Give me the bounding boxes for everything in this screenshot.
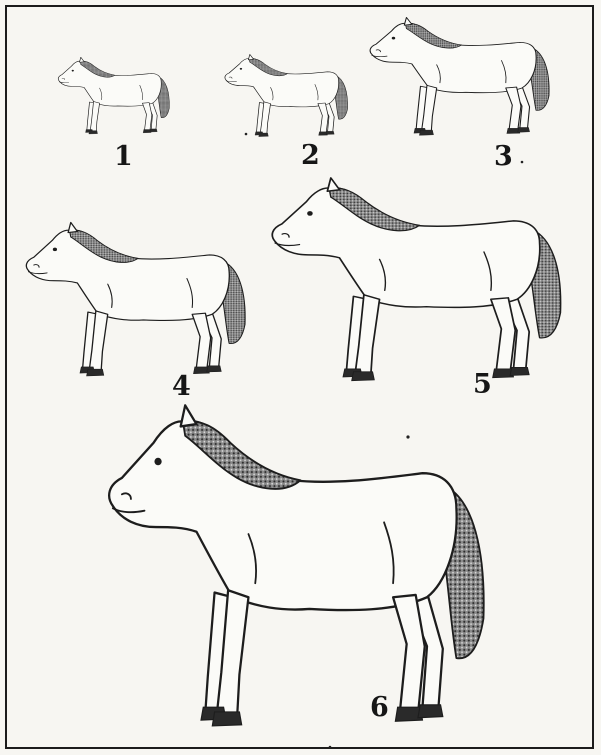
horse-stage-3: [370, 17, 549, 135]
stage-label-3: 3: [494, 143, 513, 170]
speck: [245, 133, 248, 136]
stage-label-4: 4: [172, 373, 191, 400]
horse-stage-2: [225, 54, 348, 136]
speck: [329, 746, 332, 749]
horse-stage-1: [58, 57, 169, 134]
horse-stage-4: [26, 222, 245, 375]
stage-label-6: 6: [370, 694, 389, 721]
stage-label-2: 2: [301, 142, 320, 169]
speck: [406, 435, 409, 438]
speck: [521, 161, 524, 164]
horse-stage-6: [109, 405, 484, 726]
horse-stage-5: [272, 178, 560, 381]
stage-label-5: 5: [473, 371, 492, 398]
stage-label-1: 1: [114, 143, 133, 170]
